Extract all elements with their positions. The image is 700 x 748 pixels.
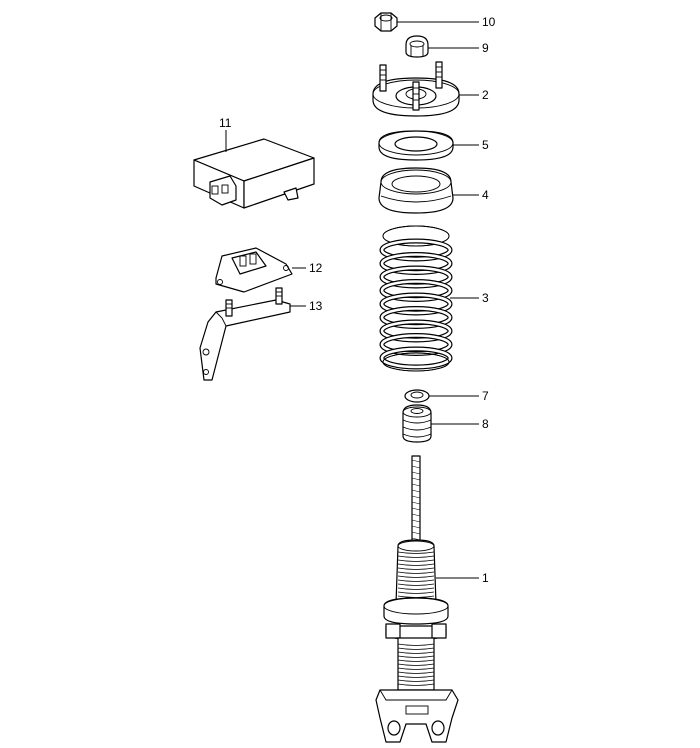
lower-thread [397, 663, 435, 666]
rod-thread [411, 483, 421, 487]
body-thread [397, 591, 435, 594]
lower-thread [397, 679, 435, 682]
part-4-spring-seat [378, 167, 454, 214]
spring-coil-highlight [380, 334, 452, 355]
rod-thread [411, 525, 421, 529]
body-thread [397, 575, 435, 578]
lower-thread [397, 647, 435, 650]
lower-thread [397, 655, 435, 658]
rod-thread [411, 501, 421, 505]
spring-coil-highlight [380, 253, 452, 274]
body-thread [397, 583, 435, 586]
part-2-top-mount [372, 61, 460, 117]
lower-thread [397, 675, 435, 678]
part-5-washer [378, 130, 454, 161]
body-thread [397, 555, 435, 558]
callout-11: 11 [219, 116, 232, 130]
lower-thread [397, 643, 435, 646]
callout-8: 8 [482, 417, 489, 431]
part-9-cap-nut [405, 35, 429, 58]
spring-coil-highlight [380, 266, 452, 288]
part-12-holder [215, 247, 293, 293]
spring-coil-highlight [380, 293, 452, 315]
part-1-shock-absorber [375, 455, 459, 743]
part-7-small-washer [404, 389, 430, 403]
lower-thread [397, 667, 435, 670]
rod-thread [411, 459, 421, 463]
rod-thread [411, 477, 421, 481]
spring-coil-highlight [380, 320, 452, 342]
callout-4: 4 [482, 188, 489, 202]
rod-thread [411, 531, 421, 535]
rod-thread [411, 471, 421, 475]
callout-3: 3 [482, 291, 489, 305]
callout-9: 9 [482, 41, 489, 55]
spring-coil-highlight [380, 239, 452, 261]
part-10-nut [374, 12, 398, 32]
callout-13: 13 [309, 299, 323, 313]
part-8-bump-stop [402, 404, 432, 443]
callout-2: 2 [482, 88, 489, 102]
rod-thread [411, 465, 421, 469]
body-thread [397, 559, 435, 562]
part-11-control-unit [193, 138, 315, 209]
rod-thread [411, 513, 421, 517]
rod-thread [411, 489, 421, 493]
rod-thread [411, 495, 421, 499]
body-thread [397, 579, 435, 582]
rod-thread [411, 519, 421, 523]
body-thread [397, 563, 435, 566]
spring-coil-highlight [380, 280, 452, 301]
lower-thread [397, 659, 435, 662]
callout-10: 10 [482, 15, 496, 29]
spring-coil-highlight [380, 307, 452, 328]
body-thread [397, 551, 435, 554]
part-3-coil-spring [379, 225, 453, 372]
lower-thread [397, 651, 435, 654]
lower-thread [397, 671, 435, 674]
body-thread [397, 567, 435, 570]
spring-coil-highlight [380, 347, 452, 369]
callout-7: 7 [482, 389, 489, 403]
part-13-bracket [199, 287, 291, 381]
body-thread [397, 587, 435, 590]
callout-1: 1 [482, 571, 489, 585]
callout-12: 12 [309, 261, 323, 275]
callout-5: 5 [482, 138, 489, 152]
body-thread [397, 571, 435, 574]
rod-thread [411, 507, 421, 511]
lower-thread [397, 683, 435, 686]
